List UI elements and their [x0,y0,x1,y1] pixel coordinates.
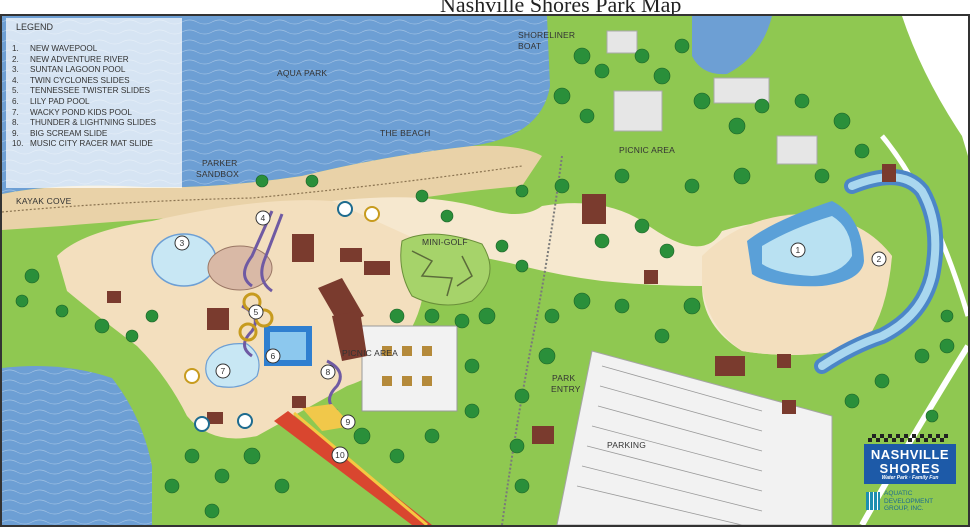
main-plaza [57,200,425,439]
legend-list: 1.NEW WAVEPOOL 2.NEW ADVENTURE RIVER 3.S… [12,44,156,150]
beach-strip [2,145,542,230]
svg-text:4: 4 [261,213,266,223]
marker-5: 5 [248,304,264,320]
legend-panel: LEGEND 1.NEW WAVEPOOL 2.NEW ADVENTURE RI… [6,18,182,188]
label-park: PARK [552,373,575,383]
legend-item: 8.THUNDER & LIGHTNING SLIDES [12,118,157,128]
label-shoreliner: SHORELINER [518,30,575,40]
attraction-markers: 1 2 3 4 5 6 7 8 9 10 [174,210,887,464]
picnic-area-top [613,90,663,132]
label-aqua-park: AQUA PARK [277,68,327,78]
label-entry: ENTRY [551,384,581,394]
svg-text:1: 1 [796,245,801,255]
label-parker: PARKER [202,158,238,168]
label-kayak-cove: KAYAK COVE [16,196,72,206]
svg-text:3: 3 [180,238,185,248]
builder-credit: AQUATIC DEVELOPMENT GROUP, INC. [864,490,956,516]
svg-text:7: 7 [221,366,226,376]
buildings [107,164,896,444]
label-sandbox: SANDBOX [196,169,239,179]
marker-4: 4 [255,210,271,226]
legend-item: 10.MUSIC CITY RACER MAT SLIDE [12,139,153,149]
checkered-flag-icon [868,434,948,442]
marker-6: 6 [265,348,281,364]
legend-item: 9.BIG SCREAM SLIDE [12,128,108,138]
mini-golf-course [400,233,491,306]
svg-text:6: 6 [271,351,276,361]
label-the-beach: THE BEACH [380,128,430,138]
marker-8: 8 [320,364,336,380]
builder-mark-icon [866,492,880,510]
big-scream-slide [302,404,352,431]
legend-item: 1.NEW WAVEPOOL [12,44,98,53]
picnic-area-bottom [361,325,458,412]
logo-badge: NASHVILLE SHORES Water Park · Family Fun [864,444,956,484]
svg-text:10: 10 [335,450,345,460]
svg-text:2: 2 [877,254,882,264]
legend-item: 4.TWIN CYCLONES SLIDES [12,75,130,85]
label-parking: PARKING [607,440,646,450]
legend-item: 5.TENNESSEE TWISTER SLIDES [12,86,150,96]
label-picnic-area-bottom: PICNIC AREA [342,348,398,358]
trees [15,38,955,519]
svg-text:5: 5 [254,307,259,317]
marker-1: 1 [790,242,806,258]
legend-item: 3.SUNTAN LAGOON POOL [12,65,126,75]
park-map: 1 2 3 4 5 6 7 8 9 10 AQUA PARK THE BEACH… [0,14,970,527]
marker-9: 9 [340,414,356,430]
svg-text:8: 8 [326,367,331,377]
legend-item: 7.WACKY POND KIDS POOL [12,107,132,117]
marker-2: 2 [871,251,887,267]
parking-lot [556,350,833,525]
umbrellas [184,201,380,432]
marker-7: 7 [215,363,231,379]
legend-item: 6.LILY PAD POOL [12,96,90,106]
legend-title: LEGEND [16,22,54,32]
map-title: Nashville Shores Park Map [0,0,970,16]
marker-3: 3 [174,235,190,251]
lake-top-right [692,16,772,75]
twin-cyclones-pad [207,245,273,291]
svg-text:9: 9 [346,417,351,427]
legend-item: 2.NEW ADVENTURE RIVER [12,54,129,64]
road-edge-top [902,16,968,156]
map-canvas: 1 2 3 4 5 6 7 8 9 10 AQUA PARK THE BEACH… [2,16,968,525]
area-labels: AQUA PARK THE BEACH SHORELINER BOAT PICN… [16,30,675,450]
label-shoreliner-boat: BOAT [518,41,541,51]
nashville-shores-logo: NASHVILLE SHORES Water Park · Family Fun… [864,428,956,524]
map-title-text: Nashville Shores Park Map [440,0,682,16]
marker-10: 10 [331,446,349,464]
label-mini-golf: MINI-GOLF [422,237,468,247]
label-picnic-area-top: PICNIC AREA [619,145,675,155]
